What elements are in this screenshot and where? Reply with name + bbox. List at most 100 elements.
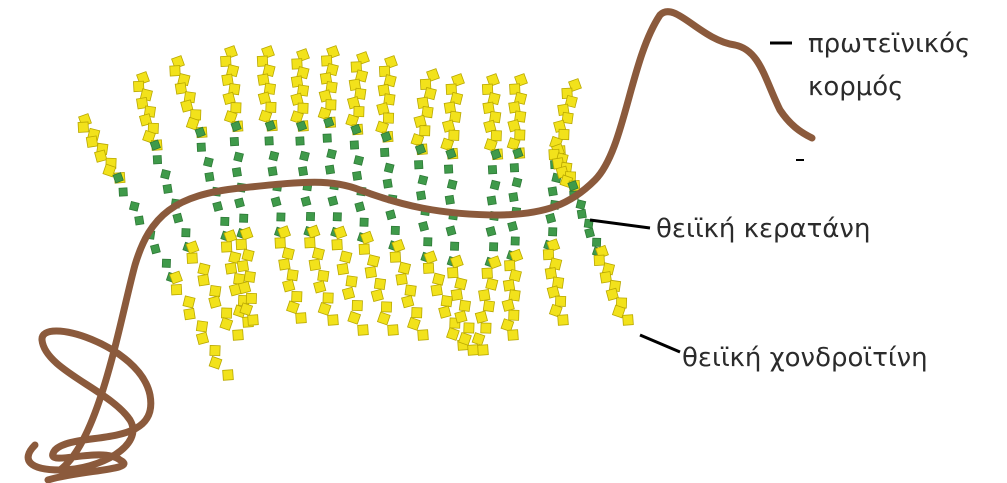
- chondroitin-sulfate-unit: [555, 296, 565, 306]
- chondroitin-sulfate-unit: [266, 102, 276, 112]
- label-chondroitin-sulfate: θειϊκή χονδροϊτίνη: [682, 343, 928, 373]
- keratan-sulfate-unit: [549, 228, 557, 236]
- chondroitin-sulfate-unit: [359, 244, 370, 255]
- label-protein-core-line2: κορμός: [808, 72, 903, 102]
- keratan-sulfate-unit: [269, 151, 279, 161]
- keratan-sulfate-unit: [306, 212, 314, 220]
- keratan-sulfate-unit: [488, 165, 496, 173]
- chondroitin-sulfate-unit: [402, 295, 414, 307]
- chondroitin-sulfate-unit: [221, 242, 232, 253]
- chondroitin-sulfate-unit: [441, 295, 452, 306]
- chondroitin-sulfate-unit: [439, 306, 451, 318]
- chondroitin-sulfate-unit: [509, 310, 519, 320]
- chondroitin-sulfate-unit: [275, 238, 286, 249]
- chondroitin-sulfate-unit: [408, 318, 421, 331]
- keratan-sulfate-unit: [204, 157, 214, 167]
- chondroitin-sulfate-unit: [312, 248, 324, 260]
- keratan-sulfate-unit: [417, 191, 426, 200]
- keratan-sulfate-unit: [240, 214, 248, 222]
- keratan-sulfate-unit: [323, 134, 331, 142]
- chondroitin-sulfate-unit: [171, 284, 182, 295]
- chondroitin-sulfate-unit: [374, 278, 385, 289]
- chondroitin-sulfate-unit: [503, 280, 514, 291]
- keratan-sulfate-unit: [265, 137, 273, 145]
- chondroitin-sulfate-unit: [388, 325, 399, 336]
- keratan-sulfate-unit: [327, 149, 337, 159]
- chondroitin-sulfate-unit: [447, 328, 460, 341]
- keratan-sulfate-unit: [354, 156, 364, 166]
- keratan-sulfate-unit: [509, 193, 518, 202]
- chondroitin-sulfate-unit: [209, 296, 221, 308]
- chondroitin-sulfate-unit: [340, 251, 352, 263]
- keratan-sulfate-unit: [546, 213, 556, 223]
- chondroitin-sulfate-unit: [481, 323, 491, 333]
- chondroitin-sulfate-unit: [282, 248, 294, 260]
- chondroitin-sulfate-unit: [233, 330, 244, 341]
- keratan-sulfate-unit: [450, 242, 458, 250]
- chondroitin-sulfate-unit: [508, 330, 519, 341]
- chondroitin-sulfate-unit: [198, 263, 210, 275]
- chondroitin-sulfate-unit: [287, 301, 300, 314]
- chondroitin-sulfate-unit: [220, 318, 233, 331]
- chondroitin-sulfate-unit: [367, 255, 379, 267]
- chondroitin-sulfate-unit: [501, 319, 514, 332]
- keratan-sulfate-unit: [576, 200, 586, 210]
- chondroitin-sulfate-unit: [412, 308, 422, 318]
- keratan-sulfate-unit: [301, 197, 311, 207]
- leader-line-chondroitin-sulfate: [640, 335, 680, 352]
- chondroitin-sulfate-unit: [184, 308, 195, 319]
- chondroitin-sulfate-unit: [515, 130, 525, 140]
- chondroitin-sulfate-unit: [623, 315, 634, 326]
- keratan-sulfate-unit: [489, 243, 497, 251]
- chondroitin-sulfate-unit: [365, 267, 376, 278]
- keratan-sulfate-unit: [135, 216, 144, 225]
- chondroitin-sulfate-unit: [455, 311, 467, 323]
- keratan-sulfate-unit: [271, 197, 281, 207]
- keratan-sulfate-unit: [486, 227, 496, 237]
- chondroitin-sulfate-unit: [242, 249, 254, 261]
- chondroitin-sulfate-unit: [358, 325, 369, 336]
- chondroitin-sulfate-unit: [348, 311, 361, 324]
- keratan-sulfate-unit: [360, 218, 368, 226]
- chondroitin-sulfate-unit: [209, 356, 222, 369]
- keratan-sulfate-unit: [277, 213, 285, 221]
- keratan-sulfate-unit: [234, 152, 244, 162]
- chondroitin-sulfate-unit: [309, 259, 320, 270]
- chondroitin-sulfate-unit: [433, 273, 445, 285]
- chondroitin-sulfate-unit: [337, 263, 348, 274]
- keratan-sulfate-unit: [328, 196, 338, 206]
- keratan-sulfate-unit: [512, 178, 522, 188]
- chondroitin-sulfate-unit: [396, 274, 407, 285]
- keratan-sulfate-unit: [213, 202, 223, 212]
- chondroitin-sulfate-unit: [225, 263, 236, 274]
- keratan-sulfate-unit: [487, 196, 496, 205]
- keratan-sulfate-unit: [151, 244, 161, 254]
- keratan-sulfate-unit: [232, 168, 241, 177]
- chondroitin-sulfate-unit: [187, 253, 198, 264]
- keratan-sulfate-unit: [386, 210, 396, 220]
- chondroitin-sulfate-unit: [238, 281, 250, 293]
- chondroitin-sulfate-unit: [318, 270, 329, 281]
- keratan-sulfate-unit: [298, 167, 307, 176]
- chondroitin-sulfate-unit: [600, 272, 611, 283]
- chondroitin-sulfate-unit: [296, 313, 307, 324]
- chondroitin-sulfate-unit: [332, 239, 343, 250]
- keratan-sulfate-unit: [119, 188, 127, 196]
- chondroitin-sulfate-unit: [354, 106, 364, 116]
- chondroitin-sulfate-unit: [318, 303, 331, 316]
- chondroitin-sulfate-unit: [475, 311, 487, 323]
- label-protein-core-line1: πρωτεϊνικός: [808, 29, 970, 59]
- keratan-sulfate-unit: [510, 164, 518, 172]
- chondroitin-sulfate-unit: [221, 308, 231, 318]
- chondroitin-sulfate-unit: [371, 289, 383, 301]
- chondroitin-sulfate-unit: [305, 237, 316, 248]
- keratan-sulfate-unit: [333, 213, 341, 221]
- chondroitin-sulfate-unit: [383, 113, 393, 123]
- chondroitin-sulfate-unit: [398, 262, 410, 274]
- chondroitin-sulfate-unit: [283, 280, 295, 292]
- chondroitin-sulfate-unit: [298, 103, 308, 113]
- chondroitin-sulfate-unit: [287, 269, 298, 280]
- chondroitin-sulfate-unit: [431, 284, 442, 295]
- chondroitin-sulfate-unit: [198, 274, 209, 285]
- chondroitin-sulfate-unit: [328, 315, 339, 326]
